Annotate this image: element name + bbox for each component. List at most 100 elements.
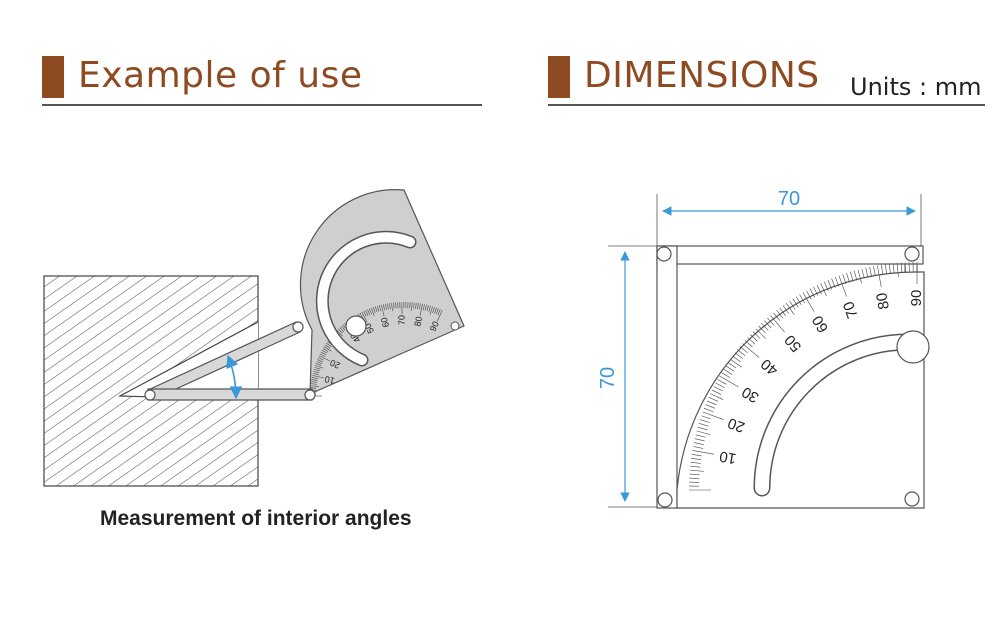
scale-tick	[313, 371, 320, 374]
scale-tick	[820, 283, 827, 297]
scale-tick	[904, 262, 906, 273]
scale-tick	[419, 303, 421, 310]
scale-tick	[691, 457, 702, 460]
scale-tick	[310, 383, 317, 385]
scale-tick	[827, 280, 833, 290]
scale-tick	[764, 320, 772, 329]
scale-tick	[371, 307, 375, 316]
scale-tick	[311, 377, 318, 379]
scale-tick	[892, 263, 895, 274]
scale-label: 80	[873, 291, 893, 310]
scale-tick	[727, 362, 737, 369]
scale-tick	[802, 292, 815, 312]
scale-tick	[708, 396, 718, 402]
scale-tick	[310, 385, 319, 387]
scale-label: 90	[908, 290, 925, 307]
scale-tick	[437, 310, 443, 322]
rivet	[904, 491, 920, 507]
scale-tick	[339, 327, 345, 332]
scale-tick	[689, 473, 700, 476]
scale-tick	[896, 262, 899, 277]
scale-tick	[719, 375, 739, 388]
scale-tick	[324, 344, 331, 349]
scale-tick	[690, 465, 701, 468]
scale-label: 10	[324, 374, 336, 386]
scale-tick	[816, 284, 822, 295]
scale-tick	[750, 334, 758, 342]
scale-tick	[697, 426, 708, 431]
scale-tick	[313, 369, 320, 372]
scale-tick	[359, 312, 364, 319]
scale-tick	[376, 305, 380, 312]
scale-tick	[311, 379, 318, 381]
scale-tick	[690, 461, 701, 464]
scale-tick	[434, 307, 437, 314]
pivot-knob	[345, 315, 367, 337]
scale-tick	[846, 273, 850, 283]
scale-tick	[857, 269, 862, 284]
notch-cutout	[120, 322, 258, 400]
scale-tick	[755, 328, 766, 339]
scale-tick	[742, 343, 760, 358]
header-rule	[548, 104, 985, 106]
scale-tick	[702, 411, 724, 420]
scale-tick	[393, 302, 395, 309]
scale-tick	[730, 358, 742, 368]
scale-tick	[341, 325, 346, 331]
scale-tick	[873, 266, 876, 277]
caption: Measurement of interior angles	[100, 507, 412, 530]
rivet	[904, 246, 920, 262]
scale-tick	[869, 266, 872, 277]
scale-tick	[413, 302, 415, 309]
scale-tick	[881, 264, 884, 275]
scale-tick	[320, 351, 327, 356]
scale-tick	[692, 450, 715, 455]
scale-label: 70	[396, 315, 406, 325]
scale-tick	[323, 346, 332, 352]
scale-tick	[865, 267, 869, 278]
scale-tick	[369, 308, 372, 315]
scale-tick	[831, 278, 836, 288]
scale-tick	[776, 310, 784, 319]
scale-tick	[695, 434, 706, 438]
scale-tick	[411, 302, 413, 311]
scale-tick	[426, 305, 429, 312]
scale-tick	[312, 375, 325, 379]
angle-arrow	[226, 354, 243, 400]
scale-tick	[861, 268, 865, 279]
scale-tick	[806, 290, 812, 300]
scale-tick	[701, 415, 711, 420]
scale-tick	[813, 286, 819, 296]
scale-tick	[747, 337, 756, 345]
scale-tick	[395, 302, 397, 309]
scale-tick	[888, 263, 891, 274]
scale-tick	[429, 306, 433, 315]
scale-tick	[315, 363, 322, 366]
scale-tick	[361, 311, 368, 323]
example-of-use-title: Example of use	[78, 55, 363, 96]
scale-tick	[378, 305, 382, 312]
scale-tick	[770, 315, 785, 333]
scale-tick	[782, 305, 790, 314]
dimensions-title: DIMENSIONS	[584, 55, 820, 96]
header-accent-bar	[548, 56, 570, 98]
scale-tick	[693, 442, 704, 445]
scale-tick	[739, 346, 748, 354]
scale-tick	[795, 296, 802, 306]
scale-tick	[711, 389, 722, 395]
scale-label: 60	[379, 316, 391, 328]
scale-label: 30	[739, 383, 762, 406]
scale-label: 20	[328, 357, 341, 370]
scale-tick	[773, 312, 781, 321]
scale-tick	[737, 349, 746, 357]
scale-tick	[725, 365, 735, 372]
scale-label: 60	[809, 313, 832, 336]
top-arm	[656, 245, 924, 265]
scale-label: 70	[840, 299, 862, 320]
header-rule	[42, 104, 482, 106]
scale-tick	[732, 355, 741, 363]
scale-tick	[785, 303, 795, 315]
scale-tick	[792, 298, 799, 308]
